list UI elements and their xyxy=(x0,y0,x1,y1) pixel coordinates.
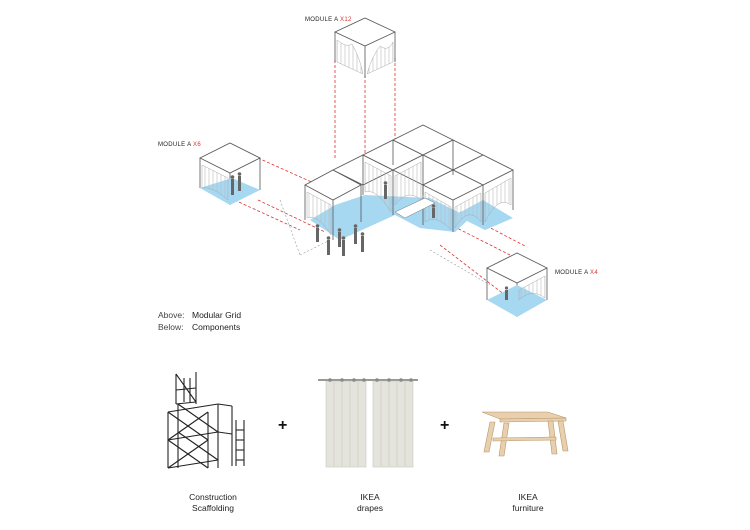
module-top-name: MODULE A xyxy=(305,17,339,23)
module-left xyxy=(199,142,261,205)
caption-furniture: IKEA furniture xyxy=(478,492,578,514)
caption-drapes-line2: drapes xyxy=(357,503,383,513)
module-right xyxy=(486,252,548,317)
caption-scaffolding-line1: Construction xyxy=(189,492,237,502)
caption-furniture-line2: furniture xyxy=(512,503,544,513)
bench-icon xyxy=(481,411,569,457)
outline-connectors xyxy=(279,199,491,286)
module-left-count: X6 xyxy=(193,142,201,148)
caption-furniture-line1: IKEA xyxy=(518,492,538,502)
legend-below-key: Below: xyxy=(158,322,184,332)
module-right-name: MODULE A xyxy=(555,270,589,276)
module-top xyxy=(334,17,396,78)
module-right-label: MODULE A X4 xyxy=(555,270,598,276)
caption-scaffolding: Construction Scaffolding xyxy=(163,492,263,514)
legend: Above: Modular Grid Below: Components xyxy=(158,309,241,333)
module-left-label: MODULE A X6 xyxy=(158,142,201,148)
legend-above-value: Modular Grid xyxy=(192,310,242,320)
module-top-count: X12 xyxy=(340,17,352,23)
caption-scaffolding-line2: Scaffolding xyxy=(192,503,234,513)
legend-below-value: Components xyxy=(192,322,241,332)
caption-drapes-line1: IKEA xyxy=(360,492,380,502)
module-top-label: MODULE A X12 xyxy=(305,17,352,23)
scaffolding-icon xyxy=(167,372,245,469)
plus-sign-2: + xyxy=(440,417,450,434)
legend-above-key: Above: xyxy=(158,310,185,320)
drapes-icon xyxy=(318,378,418,468)
module-center xyxy=(304,124,514,256)
caption-drapes: IKEA drapes xyxy=(320,492,420,514)
plus-sign-1: + xyxy=(278,417,288,434)
legend-below: Below: Components xyxy=(158,321,241,333)
legend-above: Above: Modular Grid xyxy=(158,309,241,321)
module-left-name: MODULE A xyxy=(158,142,192,148)
module-right-count: X4 xyxy=(590,270,598,276)
